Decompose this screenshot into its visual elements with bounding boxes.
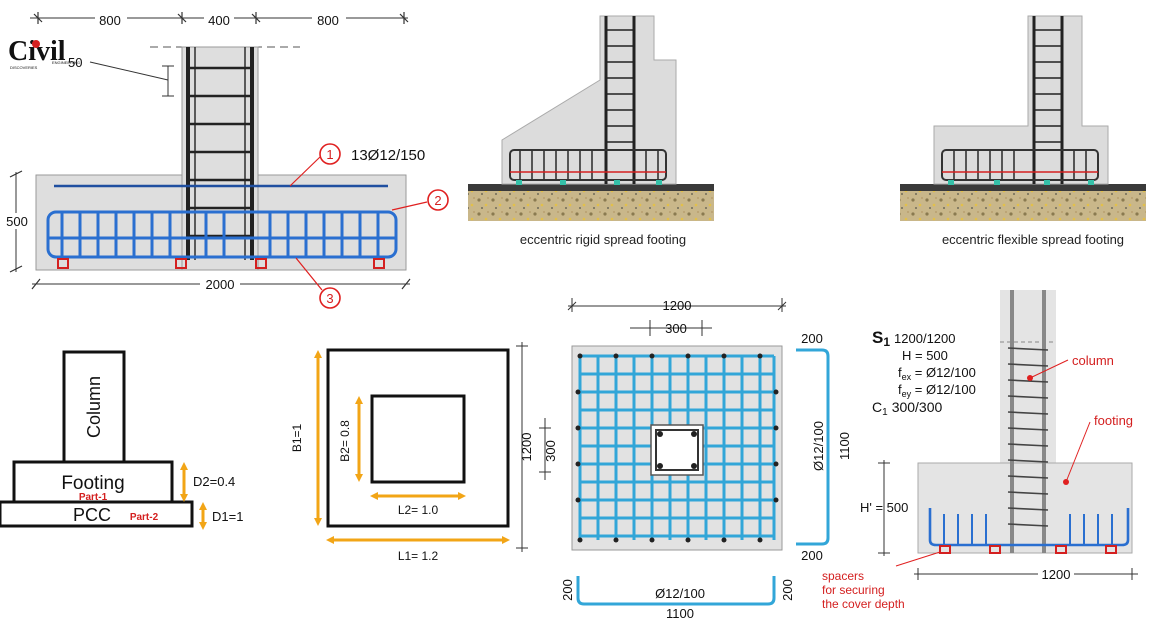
brand-logo: Civil ENGINEERING DISCOVERIES	[8, 36, 80, 70]
plan-reinforcement: 1200 300 1200 300	[516, 298, 852, 620]
svg-text:ENGINEERING: ENGINEERING	[52, 60, 80, 65]
callout-2: 2	[434, 193, 441, 208]
footing-plan-sketch: B1=1 B2= 0.8 L2= 1.0 L1= 1.2	[290, 348, 510, 563]
l2-label: L2= 1.0	[398, 503, 439, 517]
eccentric-flexible-footing: eccentric flexible spread footing	[900, 15, 1146, 247]
spacers-line1: spacers	[822, 569, 864, 583]
pcc-footing-sketch: Column Footing Part-1 PCC Part-2 D2=0.4 …	[0, 350, 243, 530]
svg-text:DISCOVERIES: DISCOVERIES	[10, 65, 38, 70]
column-label: Column	[84, 376, 104, 438]
right-bar-label: Ø12/100	[811, 421, 826, 471]
bottom-hook-right: 200	[780, 579, 795, 601]
column-callout: column	[1072, 353, 1114, 368]
part2-label: Part-2	[130, 512, 159, 523]
spec-fey: fey = Ø12/100	[898, 382, 976, 399]
l1-label: L1= 1.2	[398, 549, 439, 563]
pcc-label: PCC	[73, 505, 111, 525]
plan-top-col: 300	[665, 321, 687, 336]
footing-cross-section: 800 400 800	[5, 9, 449, 309]
plan-left-total: 1200	[519, 433, 534, 462]
dim-400: 400	[208, 13, 230, 28]
spacers-line2: for securing	[822, 583, 885, 597]
right-bar-length: 1100	[837, 432, 852, 460]
spec-width: 1200	[1042, 567, 1071, 582]
right-hook-top: 200	[801, 331, 823, 346]
bottom-bar-length: 1100	[666, 606, 694, 620]
bottom-bar-label: Ø12/100	[655, 586, 705, 601]
b2-label: B2= 0.8	[338, 420, 352, 462]
d1-label: D1=1	[212, 509, 243, 524]
plan-left-col: 300	[543, 440, 558, 462]
spec-h: H = 500	[902, 348, 948, 363]
part1-label: Part-1	[79, 492, 108, 503]
h-prime-dim: H' = 500	[860, 500, 908, 515]
footing-label: Footing	[61, 473, 124, 494]
bar-label: 13Ø12/150	[351, 147, 425, 164]
spacers-line3: the cover depth	[822, 597, 905, 611]
plan-top-total: 1200	[663, 298, 692, 313]
dim-cover: 50	[68, 55, 82, 70]
spec-fex: fex = Ø12/100	[898, 365, 976, 382]
right-hook-bottom: 200	[801, 548, 823, 563]
dim-800-right: 800	[317, 13, 339, 28]
callout-1: 1	[326, 147, 333, 162]
b1-label: B1=1	[290, 423, 304, 452]
callout-3: 3	[326, 291, 333, 306]
bottom-hook-left: 200	[560, 579, 575, 601]
caption-rigid: eccentric rigid spread footing	[520, 232, 686, 247]
dim-800-left: 800	[99, 13, 121, 28]
dim-height: 500	[6, 214, 28, 229]
dim-width: 2000	[206, 277, 235, 292]
caption-flexible: eccentric flexible spread footing	[942, 232, 1124, 247]
d2-label: D2=0.4	[193, 474, 235, 489]
footing-callout: footing	[1094, 413, 1133, 428]
eccentric-rigid-footing: eccentric rigid spread footing	[468, 15, 714, 247]
